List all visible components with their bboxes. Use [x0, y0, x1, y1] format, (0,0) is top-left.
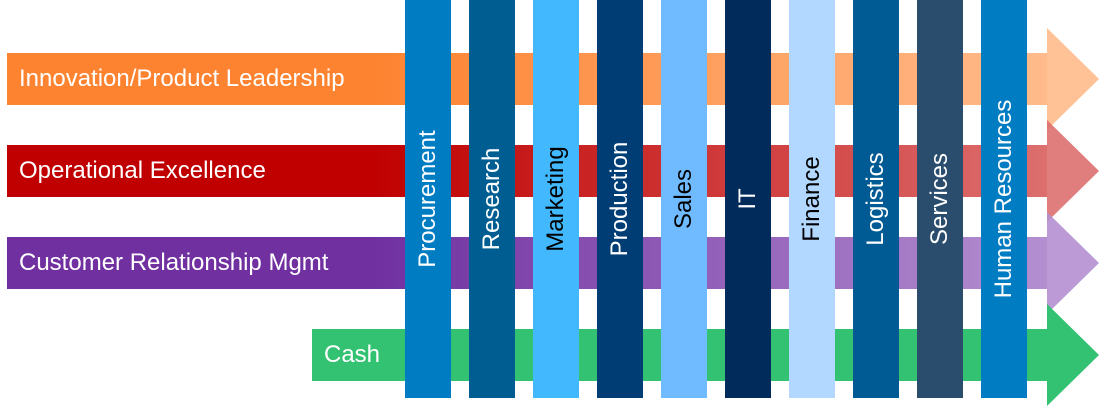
function-column: Marketing [533, 0, 579, 398]
function-label: Services [926, 152, 953, 246]
function-label: Marketing [542, 146, 569, 252]
function-column: Human Resources [981, 0, 1027, 398]
strategy-label: Operational Excellence [19, 157, 266, 184]
arrow-head-icon [1047, 28, 1099, 130]
function-column: Procurement [405, 0, 451, 398]
function-label: Procurement [414, 130, 441, 268]
function-column: Research [469, 0, 515, 398]
strategy-label: Cash [324, 341, 381, 368]
function-column: Logistics [853, 0, 899, 398]
function-column: Services [917, 0, 963, 398]
function-label: Production [606, 141, 633, 257]
function-label: IT [734, 188, 761, 210]
function-column: Finance [789, 0, 835, 398]
arrow-head-icon [1047, 120, 1099, 222]
function-column: IT [725, 0, 771, 398]
function-column: Production [597, 0, 643, 398]
strategy-label: Innovation/Product Leadership [19, 65, 345, 92]
function-label: Research [478, 147, 505, 251]
function-label: Logistics [862, 152, 889, 246]
arrow-head-icon [1047, 212, 1099, 314]
function-label: Sales [670, 168, 697, 230]
strategy-label: Customer Relationship Mgmt [19, 249, 329, 276]
function-label: Human Resources [990, 99, 1017, 299]
function-label: Finance [798, 156, 825, 242]
arrow-head-icon [1047, 304, 1099, 406]
function-column: Sales [661, 0, 707, 398]
